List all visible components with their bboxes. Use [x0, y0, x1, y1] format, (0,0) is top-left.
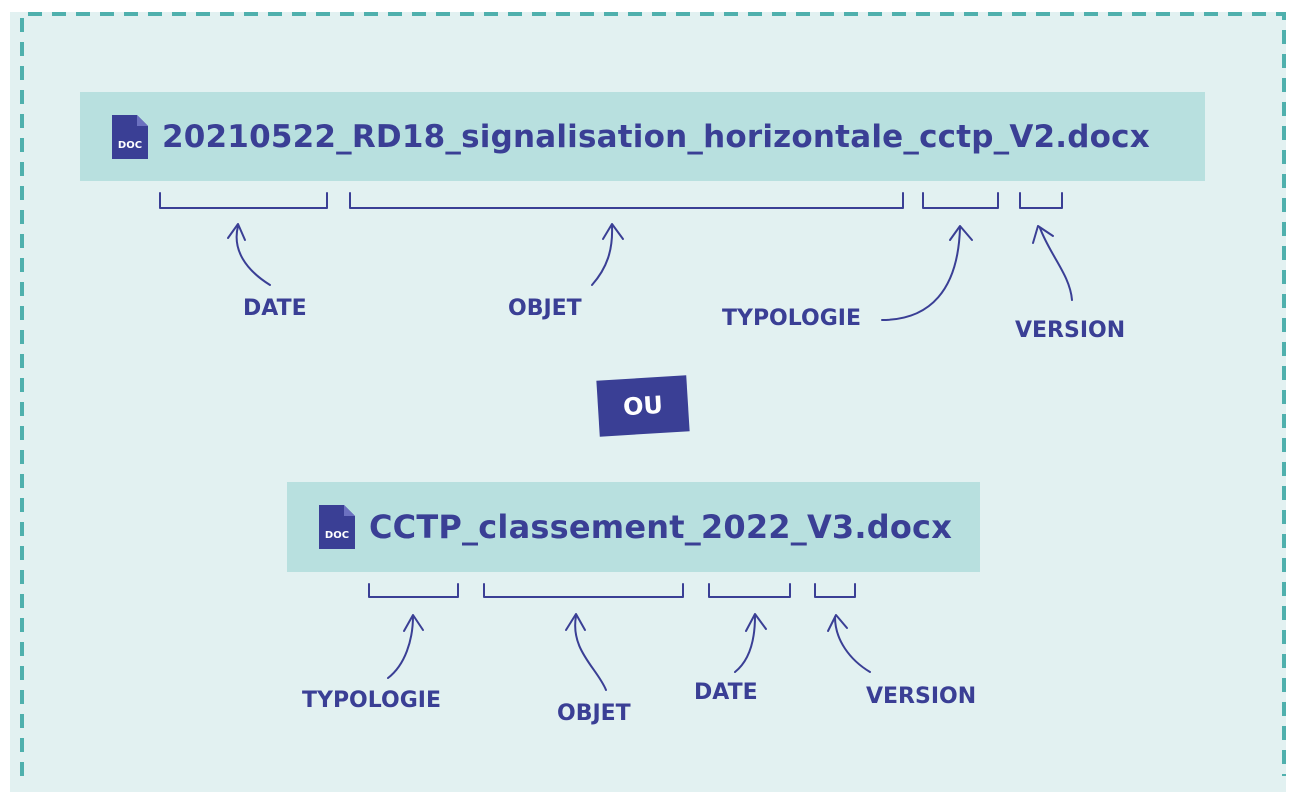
- arrow-objet-2: [574, 615, 607, 691]
- filename-2: CCTP_classement_2022_V3.docx: [369, 508, 953, 546]
- bracket-objet-1: [349, 192, 904, 209]
- doc-icon-text: DOC: [325, 530, 349, 541]
- bracket-typologie-1: [922, 192, 999, 209]
- label-objet-1: OBJET: [508, 296, 582, 321]
- doc-file-icon: DOC: [319, 505, 355, 549]
- filename-bar-1: DOC 20210522_RD18_signalisation_horizont…: [80, 92, 1205, 181]
- doc-file-icon: DOC: [112, 114, 148, 159]
- arrow-date-1: [235, 225, 271, 286]
- bracket-objet-2: [483, 583, 684, 598]
- arrow-objet-1: [591, 225, 614, 286]
- annotation-lines: [159, 192, 1073, 691]
- filename-1: 20210522_RD18_signalisation_horizontale_…: [162, 118, 1150, 155]
- bracket-date-2: [708, 583, 791, 598]
- arrow-date-2: [734, 615, 756, 673]
- filename-bar-2: DOC CCTP_classement_2022_V3.docx: [287, 482, 980, 572]
- doc-icon-text: DOC: [118, 140, 142, 151]
- ou-badge: OU: [596, 375, 690, 437]
- label-objet-2: OBJET: [557, 701, 631, 726]
- dashed-border: [20, 12, 1286, 776]
- label-version-2: VERSION: [866, 684, 977, 709]
- label-date-2: DATE: [694, 680, 758, 705]
- bracket-version-2: [814, 583, 856, 598]
- ou-text: OU: [622, 390, 664, 422]
- label-date-1: DATE: [243, 296, 307, 321]
- arrow-version-2: [834, 616, 871, 673]
- arrow-typologie-2: [387, 615, 414, 679]
- arrow-typologie-1: [881, 227, 961, 321]
- label-typologie-1: TYPOLOGIE: [722, 306, 861, 331]
- bracket-date-1: [159, 192, 328, 209]
- label-typologie-2: TYPOLOGIE: [302, 688, 441, 713]
- bracket-version-1: [1019, 192, 1063, 209]
- bracket-typologie-2: [368, 583, 459, 598]
- label-version-1: VERSION: [1015, 318, 1126, 343]
- arrow-version-1: [1039, 227, 1073, 301]
